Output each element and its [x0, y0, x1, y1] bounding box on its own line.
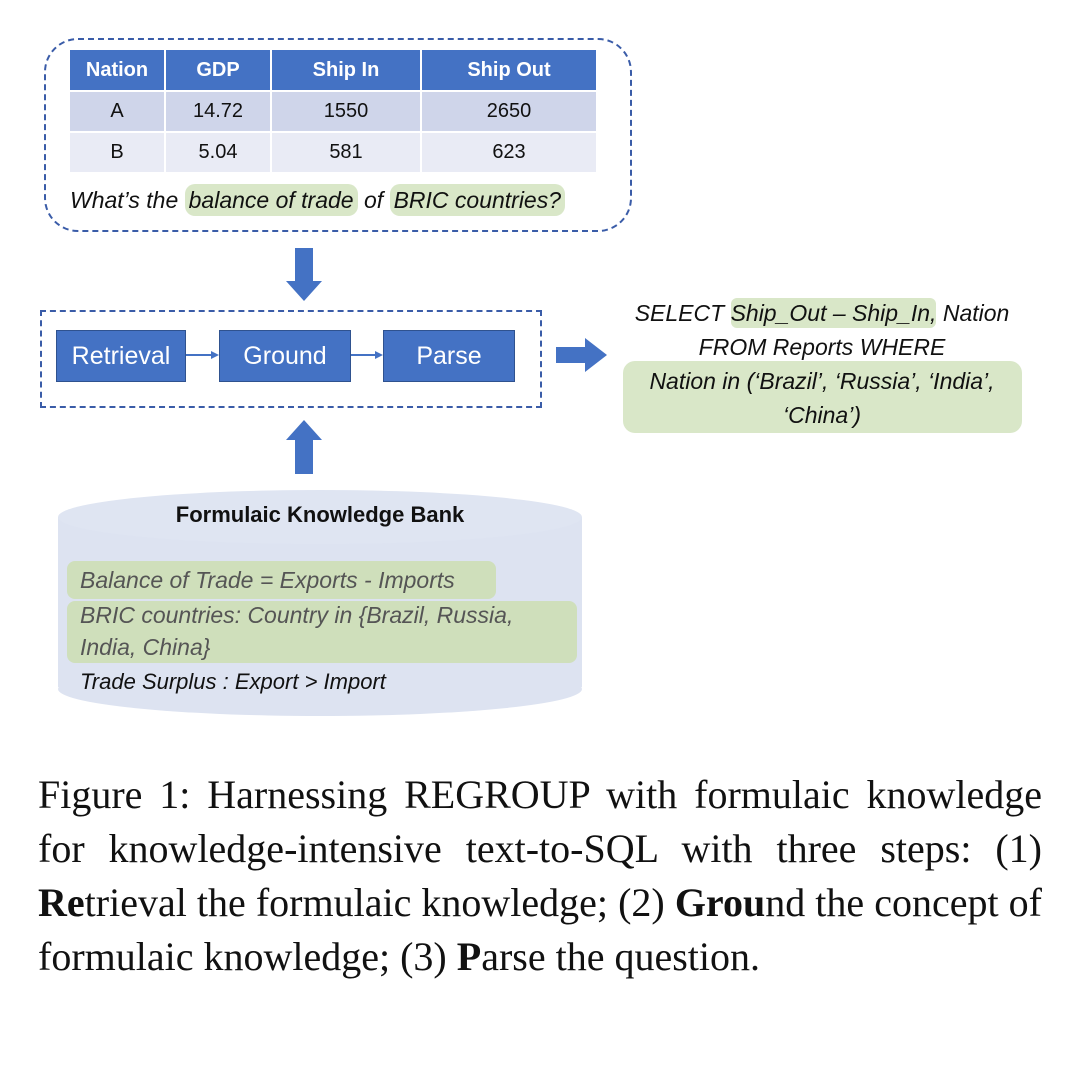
- right-arrow-shaft: [556, 347, 586, 363]
- sql-line-4: ‘China’): [783, 402, 861, 428]
- highlight-balance-of-trade: balance of trade: [184, 184, 358, 216]
- caption-bold-p: P: [456, 934, 482, 979]
- step-ground: Ground: [219, 330, 351, 382]
- knowledge-highlight-2: [67, 601, 577, 663]
- highlight-ship-diff: Ship_Out – Ship_In,: [730, 298, 937, 328]
- table-header: Nation: [70, 50, 166, 91]
- sql-output: SELECT Ship_Out – Ship_In, Nation FROM R…: [600, 296, 1044, 432]
- sql-line-1: SELECT Ship_Out – Ship_In, Nation: [600, 296, 1044, 330]
- cylinder-top: [58, 490, 582, 544]
- step-arrow-icon: [211, 351, 219, 359]
- question-prefix: What’s the: [70, 187, 185, 213]
- caption-method-name: REGROUP: [404, 772, 590, 817]
- right-arrow-icon: [585, 338, 607, 372]
- table-header: GDP: [165, 50, 272, 91]
- step-arrow-icon: [375, 351, 383, 359]
- sql-line-3: Nation in (‘Brazil’, ‘Russia’, ‘India’,: [649, 368, 995, 394]
- table-header: Ship In: [271, 50, 422, 91]
- step-parse: Parse: [383, 330, 515, 382]
- table-row: B 5.04 581 623: [70, 131, 596, 172]
- knowledge-item-balance: Balance of Trade = Exports - Imports: [80, 567, 455, 593]
- table-cell: 1550: [271, 90, 422, 132]
- caption-text: nd the concept of formulaic knowledge; (…: [38, 880, 1042, 979]
- knowledge-bank-title: Formulaic Knowledge Bank: [175, 502, 465, 527]
- sql-nation: Nation: [936, 300, 1010, 326]
- figure-caption: Figure 1: Harnessing REGROUP with formul…: [38, 768, 1042, 984]
- table-row: A 14.72 1550 2650: [70, 90, 596, 132]
- table-cell: 5.04: [165, 131, 272, 172]
- down-arrow-icon: [286, 281, 322, 301]
- sql-select: SELECT: [634, 300, 731, 326]
- table-cell: 14.72: [165, 90, 272, 132]
- highlight-bric-countries: BRIC countries?: [389, 184, 566, 216]
- question-container: [44, 38, 632, 232]
- sql-line-2: FROM Reports WHERE: [698, 334, 946, 360]
- table-cell: B: [70, 131, 166, 172]
- caption-text: trieval the formulaic knowledge; (2): [84, 880, 675, 925]
- sql-highlight-box: [623, 361, 1022, 433]
- nation-table: Nation GDP Ship In Ship Out A 14.72 1550…: [70, 50, 596, 172]
- table-header: Ship Out: [421, 50, 596, 91]
- knowledge-item-bric-cont: India, China}: [80, 634, 211, 660]
- up-arrow-shaft: [295, 439, 313, 474]
- question-text: What’s the balance of trade of BRIC coun…: [70, 180, 566, 220]
- up-arrow-icon: [286, 420, 322, 440]
- knowledge-item-bric: BRIC countries: Country in {Brazil, Russ…: [80, 602, 514, 628]
- down-arrow-shaft: [295, 248, 313, 282]
- caption-bold-re: Re: [38, 880, 85, 925]
- table-cell: 2650: [421, 90, 596, 132]
- table-cell: 581: [271, 131, 422, 172]
- table-cell: 623: [421, 131, 596, 172]
- caption-text: with formulaic knowledge for knowledge-i…: [38, 772, 1042, 871]
- table-header-row: Nation GDP Ship In Ship Out: [70, 50, 596, 91]
- step-arrow-shaft: [186, 354, 212, 356]
- caption-text: arse the question.: [481, 934, 760, 979]
- caption-prefix: Figure 1: Harnessing: [38, 772, 405, 817]
- pipeline-container: [40, 310, 542, 408]
- question-mid: of: [357, 187, 390, 213]
- knowledge-item-surplus: Trade Surplus : Export > Import: [80, 669, 386, 694]
- knowledge-highlight-1: [67, 561, 496, 599]
- step-arrow-shaft: [351, 354, 375, 356]
- step-retrieval: Retrieval: [56, 330, 186, 382]
- table-cell: A: [70, 90, 166, 132]
- caption-bold-grou: Grou: [674, 880, 766, 925]
